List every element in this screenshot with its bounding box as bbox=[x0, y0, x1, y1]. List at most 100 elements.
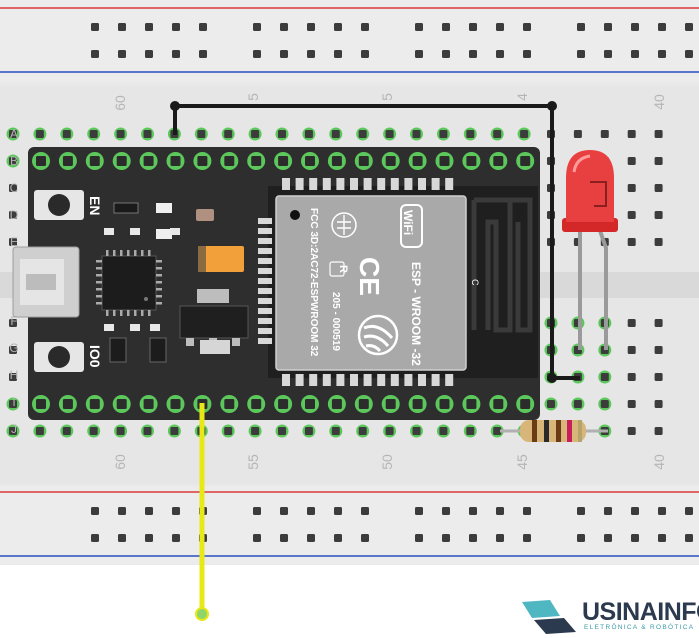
led-body bbox=[566, 150, 614, 222]
row-letter-i: I bbox=[12, 395, 15, 409]
main-top-hole-0-8 bbox=[224, 130, 233, 138]
main-bottom-hole-3-0 bbox=[9, 400, 17, 408]
top-col-50: 5 bbox=[379, 93, 395, 101]
main-bottom-hole-1-23 bbox=[627, 346, 636, 354]
red-led[interactable] bbox=[562, 150, 618, 350]
main-top-hole-1-0 bbox=[9, 157, 17, 165]
smd-cap-4 bbox=[150, 324, 160, 331]
antenna-c-label: C bbox=[470, 279, 480, 286]
resistor-band-3 bbox=[556, 420, 561, 442]
en-button[interactable] bbox=[48, 194, 70, 216]
rail-bottom-hole-1-17 bbox=[631, 534, 639, 542]
main-top-hole-0-1 bbox=[35, 130, 44, 138]
main-top-hole-0-3 bbox=[89, 130, 98, 138]
rail-bottom-hole-1-5 bbox=[253, 534, 261, 542]
main-top-hole-0-23 bbox=[627, 130, 636, 138]
module-ce: CE bbox=[354, 257, 385, 296]
rail-top-hole-1-0 bbox=[91, 50, 99, 58]
chip-pin-top-1 bbox=[113, 250, 116, 256]
logo-tagline: ELETRÔNICA & ROBÓTICA bbox=[584, 624, 695, 631]
main-top-hole-0-17 bbox=[466, 130, 475, 138]
header-pin-0-13 bbox=[385, 156, 396, 166]
main-bottom-hole-2-22 bbox=[600, 373, 609, 381]
rail-top-hole-0-1 bbox=[118, 23, 126, 31]
main-top-hole-0-4 bbox=[116, 130, 125, 138]
esp32-board[interactable]: EN IO0 C ESP - bbox=[12, 147, 540, 420]
main-bottom-hole-1-24 bbox=[654, 346, 663, 354]
main-bottom-hole-4-23 bbox=[627, 427, 636, 435]
capacitor-band bbox=[198, 246, 206, 272]
main-bottom-hole-4-11 bbox=[304, 427, 313, 435]
antenna-trace bbox=[471, 197, 533, 333]
resistor-band-1 bbox=[532, 420, 537, 442]
chip-pin-left-2 bbox=[96, 274, 102, 277]
module-pad-left-9 bbox=[258, 308, 272, 314]
rail-top-hole-1-4 bbox=[199, 50, 207, 58]
wires bbox=[170, 101, 580, 621]
top-col-60: 60 bbox=[112, 95, 128, 111]
header-pin-1-1 bbox=[62, 399, 73, 409]
main-top-hole-0-11 bbox=[304, 130, 313, 138]
rail-bottom-hole-1-1 bbox=[118, 534, 126, 542]
rail-top-hole-1-14 bbox=[523, 50, 531, 58]
rail-top-hole-0-13 bbox=[496, 23, 504, 31]
row-letter-c: C bbox=[10, 181, 19, 195]
rail-top-hole-0-12 bbox=[469, 23, 477, 31]
header-pin-0-17 bbox=[493, 156, 504, 166]
module-pad-left-7 bbox=[258, 288, 272, 294]
module-brand: ESP - WROOM -32 bbox=[409, 262, 423, 366]
chip-pin-bottom-4 bbox=[134, 310, 137, 316]
chip-pin-top-5 bbox=[141, 250, 144, 256]
module-pad-top-5 bbox=[350, 178, 358, 190]
rail-top-hole-0-6 bbox=[280, 23, 288, 31]
rail-top-hole-1-17 bbox=[631, 50, 639, 58]
header-pin-1-2 bbox=[89, 399, 100, 409]
header-pin-1-8 bbox=[251, 399, 262, 409]
main-top-hole-2-24 bbox=[654, 184, 663, 192]
module-fcc: FCC 3D:2AC72-ESPWROOM 32 bbox=[308, 208, 319, 357]
module-pad-left-8 bbox=[258, 298, 272, 304]
rail-top-hole-1-13 bbox=[496, 50, 504, 58]
main-top-hole-0-22 bbox=[600, 130, 609, 138]
module-pad-top-11 bbox=[431, 178, 440, 190]
rail-bottom-hole-0-11 bbox=[442, 507, 450, 515]
usinainfo-logo: USINAINFO ELETRÔNICA & ROBÓTICA bbox=[520, 596, 699, 636]
resistor-body bbox=[520, 420, 586, 442]
module-pad-bottom-11 bbox=[431, 374, 440, 386]
module-shield bbox=[275, 195, 467, 371]
main-bottom-hole-4-5 bbox=[143, 427, 152, 435]
bottom-power-rail bbox=[0, 486, 699, 564]
chip-pin-left-3 bbox=[96, 281, 102, 284]
rail-top-hole-0-19 bbox=[685, 23, 693, 31]
row-letter-b: B bbox=[10, 154, 18, 168]
logo-name: USINAINFO bbox=[582, 598, 699, 626]
chip-pin-left-1 bbox=[96, 267, 102, 270]
main-bottom-hole-4-16 bbox=[439, 427, 448, 435]
led-leg-right bbox=[596, 224, 608, 350]
black-wire-end-1 bbox=[170, 101, 180, 111]
module-pad-bottom-5 bbox=[350, 374, 358, 386]
io0-button[interactable] bbox=[48, 346, 70, 368]
header-pin-0-12 bbox=[358, 156, 369, 166]
chip-pin-bottom-1 bbox=[113, 310, 116, 316]
header-pin-0-4 bbox=[143, 156, 154, 166]
module-pad-top-6 bbox=[363, 178, 372, 190]
header-pin-0-15 bbox=[439, 156, 450, 166]
rail-bottom-hole-1-12 bbox=[469, 534, 477, 542]
main-bottom-hole-3-23 bbox=[627, 400, 636, 408]
rail-bottom-hole-0-15 bbox=[577, 507, 585, 515]
header-pin-1-4 bbox=[143, 399, 154, 409]
rail-bottom-hole-0-10 bbox=[415, 507, 423, 515]
rail-bottom-hole-0-1 bbox=[118, 507, 126, 515]
resistor[interactable] bbox=[500, 420, 608, 442]
rail-top-hole-1-3 bbox=[172, 50, 180, 58]
header-pin-1-14 bbox=[412, 399, 423, 409]
smd-cap-2 bbox=[104, 324, 114, 331]
row-letter-d: D bbox=[10, 208, 19, 222]
main-top-hole-0-21 bbox=[573, 130, 582, 138]
header-pin-1-12 bbox=[358, 399, 369, 409]
rail-bottom-hole-0-9 bbox=[361, 507, 369, 515]
module-pad-bottom-0 bbox=[282, 374, 290, 386]
row-letter-a: A bbox=[10, 127, 18, 141]
main-bottom-hole-3-20 bbox=[547, 400, 555, 408]
